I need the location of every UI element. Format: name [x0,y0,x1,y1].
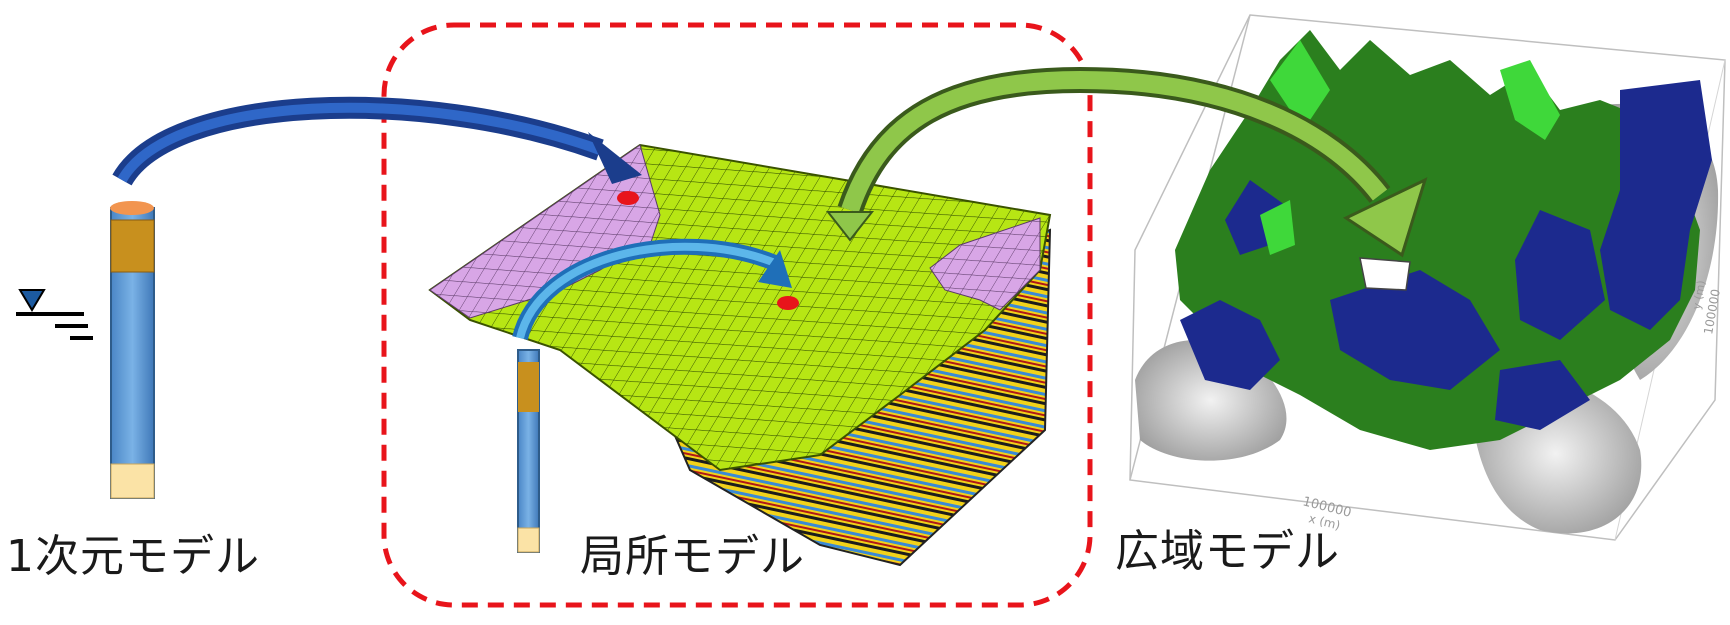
local-small-column [517,349,540,553]
wide-y-title: y (m) [1690,279,1708,310]
one-dimensional-column [110,201,155,499]
arrow-local-to-wide [825,66,1428,258]
label-one-dimensional-model: 1次元モデル [6,531,260,582]
label-wide-area-model: 広域モデル [1115,526,1340,577]
wide-area-terrain [1129,14,1726,541]
label-local-model: 局所モデル [580,531,805,582]
local-model-dashed-frame [381,22,1093,608]
arrow-column-to-point [512,238,792,341]
local-model-block [428,143,1052,567]
arrow-1d-to-local [112,96,642,186]
water-table-icon [16,289,93,340]
